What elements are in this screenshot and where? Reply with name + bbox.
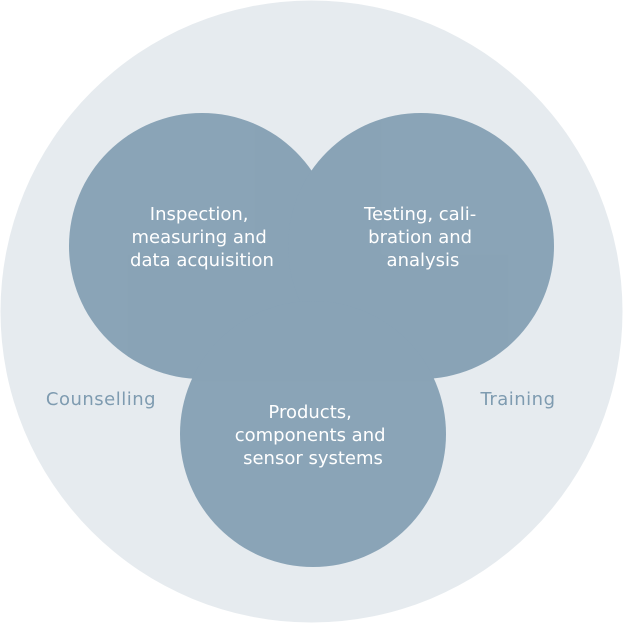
training-label: Training [479,389,555,410]
circle-products [180,301,446,567]
circle-2-label: Testing, cali- bration and analysis [363,204,482,271]
circle-3-label: Products, components and sensor systems [235,402,392,469]
circle-1-label: Inspection, measuring and data acquisiti… [130,204,274,271]
counselling-label: Counselling [46,389,156,410]
